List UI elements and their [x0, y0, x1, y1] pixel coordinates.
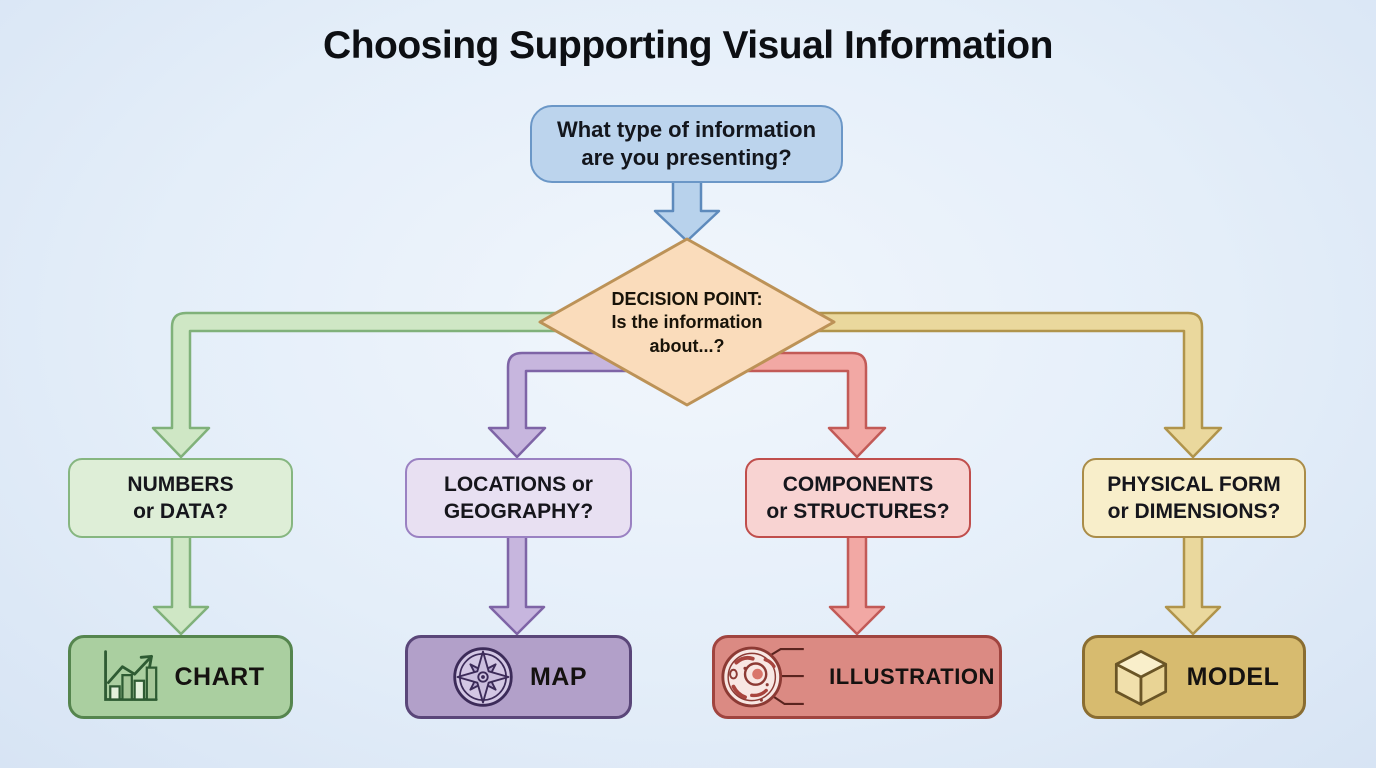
arrow-physical-to-model [1164, 534, 1222, 636]
cell-diagram-icon [721, 646, 804, 708]
result-illustration-label: ILLUSTRATION [829, 664, 995, 689]
decision-node-label: DECISION POINT: Is the information about… [567, 288, 807, 358]
question-node-components: COMPONENTS or STRUCTURES? [745, 458, 971, 538]
result-model-label: MODEL [1186, 662, 1280, 691]
result-node-model: MODEL [1082, 635, 1306, 719]
question-components-line2: or STRUCTURES? [766, 500, 950, 523]
decision-diamond [538, 237, 836, 407]
arrow-decision-to-components [692, 351, 887, 459]
question-numbers-line1: NUMBERS [127, 472, 234, 496]
start-node: What type of information are you present… [530, 105, 843, 183]
arrow-numbers-to-chart [152, 534, 210, 636]
decision-line3: about...? [649, 335, 725, 356]
arrow-locations-to-map [488, 534, 546, 636]
decision-line2: Is the information [611, 312, 763, 333]
start-node-line1: What type of information [556, 116, 817, 142]
question-numbers-line2: or DATA? [133, 500, 228, 523]
question-node-locations: LOCATIONS or GEOGRAPHY? [405, 458, 632, 538]
bar-chart-icon [103, 650, 158, 701]
question-physical-line2: or DIMENSIONS? [1107, 500, 1281, 523]
start-node-line2: are you presenting? [581, 145, 792, 170]
question-locations-line2: GEOGRAPHY? [443, 500, 594, 523]
question-node-numbers: NUMBERS or DATA? [68, 458, 293, 538]
result-node-map: MAP [405, 635, 632, 719]
question-node-physical: PHYSICAL FORM or DIMENSIONS? [1082, 458, 1306, 538]
result-chart-label: CHART [174, 662, 265, 691]
result-node-chart: CHART [68, 635, 293, 719]
page-title: Choosing Supporting Visual Information [323, 24, 1053, 67]
question-components-line1: COMPONENTS [782, 472, 934, 496]
arrow-components-to-illustration [828, 534, 886, 636]
question-physical-line1: PHYSICAL FORM [1107, 472, 1281, 496]
result-node-illustration: ILLUSTRATION [712, 635, 1002, 719]
arrow-start-to-decision [653, 178, 721, 243]
compass-icon [453, 647, 513, 707]
cube-icon [1114, 650, 1167, 706]
result-map-label: MAP [529, 662, 588, 691]
decision-line1: DECISION POINT: [611, 289, 763, 309]
arrow-decision-to-locations [487, 351, 682, 459]
question-locations-line1: LOCATIONS or [444, 472, 593, 496]
